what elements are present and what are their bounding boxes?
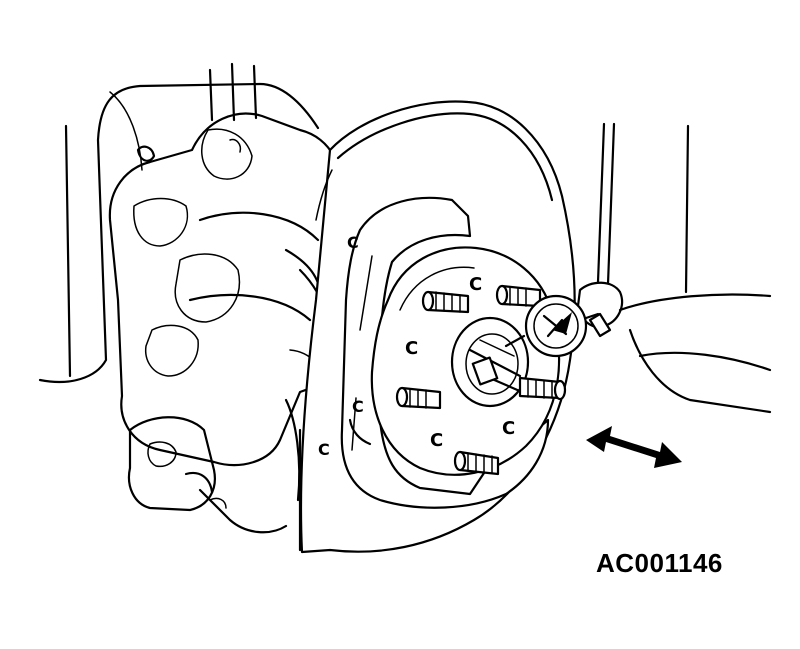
vehicle-body-outline <box>38 62 320 384</box>
svg-text:C: C <box>347 233 359 252</box>
caliper-mounting-bracket <box>127 398 302 552</box>
wheel-stud <box>395 386 442 410</box>
wheel-stud <box>453 450 500 476</box>
wheel-stud <box>421 290 470 314</box>
dial-indicator-icon <box>504 122 624 358</box>
wheel-studs <box>395 284 567 476</box>
svg-text:C: C <box>352 397 364 416</box>
hub-center <box>450 316 530 408</box>
svg-text:C: C <box>430 430 443 451</box>
wheel-stud <box>495 284 542 308</box>
svg-text:C: C <box>502 418 515 439</box>
steering-knuckle <box>340 196 550 509</box>
svg-text:C: C <box>318 440 330 459</box>
figure-code-label: AC001146 <box>596 548 723 578</box>
vehicle-right-panel <box>618 124 772 414</box>
svg-text:C: C <box>405 338 418 359</box>
double-arrow-icon <box>586 426 682 468</box>
wheel-stud <box>518 376 567 401</box>
svg-text:C: C <box>469 274 482 295</box>
